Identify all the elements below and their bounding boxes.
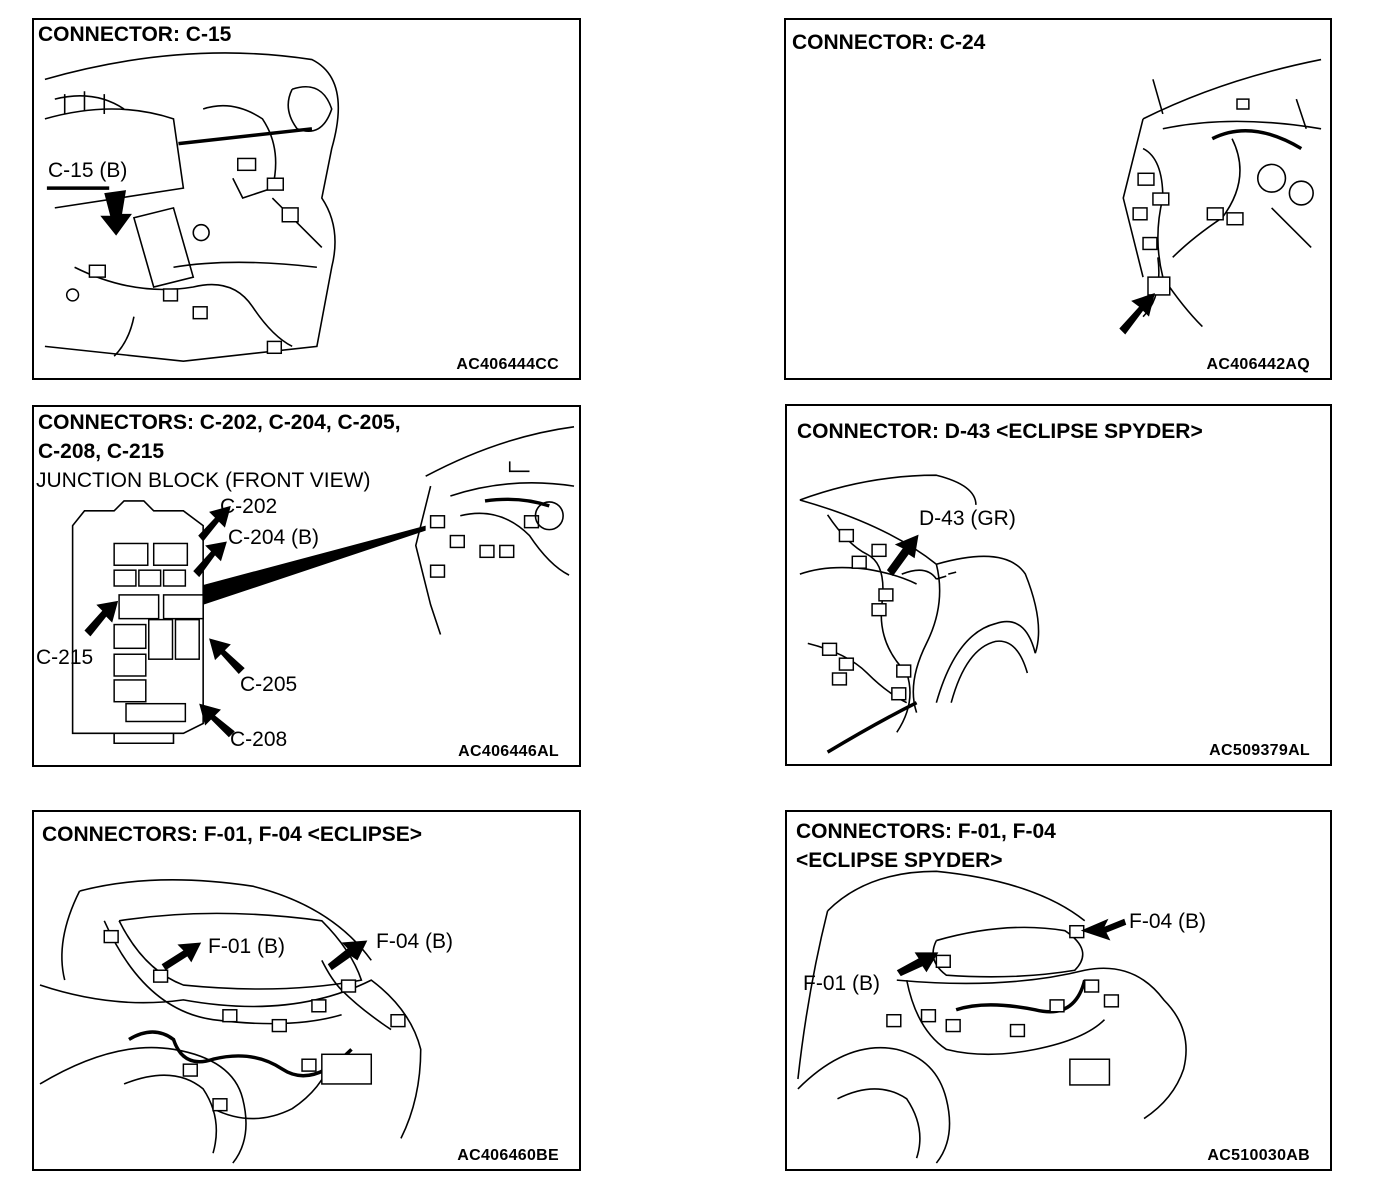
arrow-to-c204 xyxy=(193,541,227,578)
figure-code: AC510030AB xyxy=(1207,1147,1310,1164)
panel-title: CONNECTOR: C-24 xyxy=(792,31,986,54)
panel-connector-c15: CONNECTOR: C-15 C-15 (B) AC406444CC xyxy=(32,18,581,380)
title-line-2: <ECLIPSE SPYDER> xyxy=(796,849,1003,872)
panel-title: CONNECTOR: D-43 <ECLIPSE SPYDER> xyxy=(797,420,1203,443)
figure-code: AC509379AL xyxy=(1209,742,1310,759)
label-c208: C-208 xyxy=(230,728,288,751)
arrow-to-c15 xyxy=(100,190,132,236)
panel-connector-c24: CONNECTOR: C-24 AC406442AQ xyxy=(784,18,1332,380)
figure-code: AC406460BE xyxy=(457,1147,559,1164)
panel-title: CONNECTORS: C-202, C-204, C-205, C-208, … xyxy=(38,408,401,466)
label-f01: F-01 (B) xyxy=(803,972,881,995)
panel-subtitle: JUNCTION BLOCK (FRONT VIEW) xyxy=(36,469,371,492)
label-d43: D-43 (GR) xyxy=(919,507,1016,530)
label-f04: F-04 (B) xyxy=(376,930,454,953)
label-c202: C-202 xyxy=(220,495,278,518)
arrow-to-c202 xyxy=(198,505,231,542)
panel-title: CONNECTORS: F-01, F-04 <ECLIPSE> xyxy=(42,823,423,846)
figure-code: AC406446AL xyxy=(458,743,559,760)
dashboard-illustration xyxy=(44,52,340,362)
arrow-to-f04 xyxy=(1080,918,1127,941)
arrow-to-c215 xyxy=(84,600,119,637)
panel-junction-block: CONNECTORS: C-202, C-204, C-205, C-208, … xyxy=(32,405,581,767)
label-f01: F-01 (B) xyxy=(208,935,286,958)
panel-title: CONNECTOR: C-15 xyxy=(38,23,232,46)
label-c215: C-215 xyxy=(36,646,94,669)
junction-block-illustration xyxy=(71,425,575,745)
label-f04: F-04 (B) xyxy=(1129,910,1207,933)
label-c205: C-205 xyxy=(240,673,298,696)
panel-connectors-f01-f04-eclipse: CONNECTORS: F-01, F-04 <ECLIPSE> F-01 (B… xyxy=(32,810,581,1171)
label-c15: C-15 (B) xyxy=(48,159,128,182)
spyder-rear-illustration xyxy=(799,474,1040,754)
arrow-to-f01 xyxy=(161,942,202,971)
title-line-1: CONNECTORS: F-01, F-04 xyxy=(796,820,1056,843)
panel-connectors-f01-f04-spyder: CONNECTORS: F-01, F-04 <ECLIPSE SPYDER> … xyxy=(785,810,1332,1171)
figure-code: AC406444CC xyxy=(456,356,559,373)
arrow-to-c24 xyxy=(1119,292,1155,335)
arrow-to-c205 xyxy=(209,638,245,675)
dashboard-illustration xyxy=(1119,58,1322,335)
arrow-to-d43 xyxy=(886,534,919,577)
arrow-to-f04 xyxy=(327,940,368,971)
eclipse-rear-illustration xyxy=(39,879,422,1164)
figure-code: AC406442AQ xyxy=(1206,356,1310,373)
arrow-to-f01 xyxy=(896,952,939,977)
title-line-2: C-208, C-215 xyxy=(38,440,165,463)
panel-connector-d43: CONNECTOR: D-43 <ECLIPSE SPYDER> D-43 (G… xyxy=(785,404,1332,766)
label-c204: C-204 (B) xyxy=(228,526,320,549)
title-line-1: CONNECTORS: C-202, C-204, C-205, xyxy=(38,411,401,434)
arrow-to-c208 xyxy=(199,703,235,738)
spyder-rear-illustration xyxy=(797,870,1187,1164)
panel-title: CONNECTORS: F-01, F-04 <ECLIPSE SPYDER> xyxy=(796,817,1056,875)
